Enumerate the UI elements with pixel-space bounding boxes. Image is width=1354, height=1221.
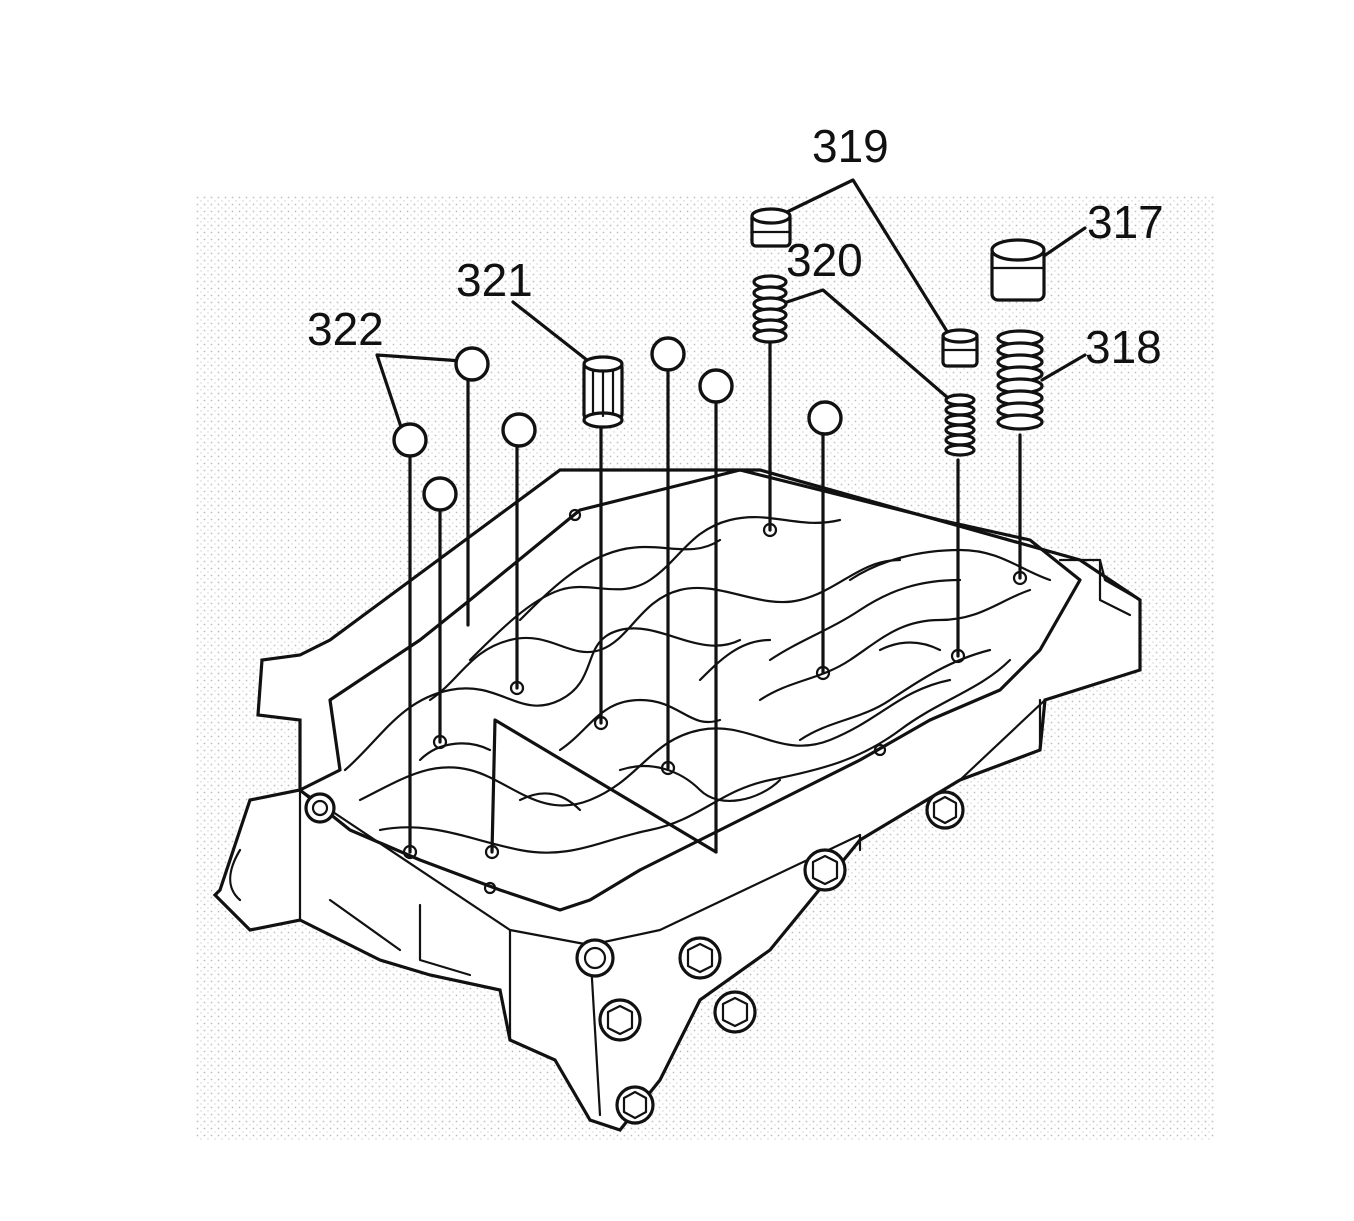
filter-screen-part [582,355,624,429]
plug-part [941,328,979,368]
callout-322: 322 [307,303,384,355]
leader-lines [375,178,1087,854]
spring-part [752,274,788,344]
parts [392,207,1046,512]
callout-321: 321 [456,254,533,306]
check-ball [698,368,734,404]
check-ball [650,336,686,372]
plug-part [750,207,792,248]
callout-319: 319 [812,120,889,172]
callouts: 319 317 320 321 322 318 [307,120,1164,373]
check-ball [501,412,537,448]
large-plug-part [990,238,1046,302]
valve-body [212,468,1142,1132]
bolt-group [304,790,965,1125]
callout-320: 320 [786,234,863,286]
check-ball [454,346,490,382]
callout-317: 317 [1087,196,1164,248]
check-ball [807,400,843,436]
spring-part [944,393,976,457]
check-ball [422,476,458,512]
large-spring-part [996,329,1044,431]
check-ball [392,422,428,458]
callout-318: 318 [1085,321,1162,373]
fluid-channels [343,516,1052,854]
